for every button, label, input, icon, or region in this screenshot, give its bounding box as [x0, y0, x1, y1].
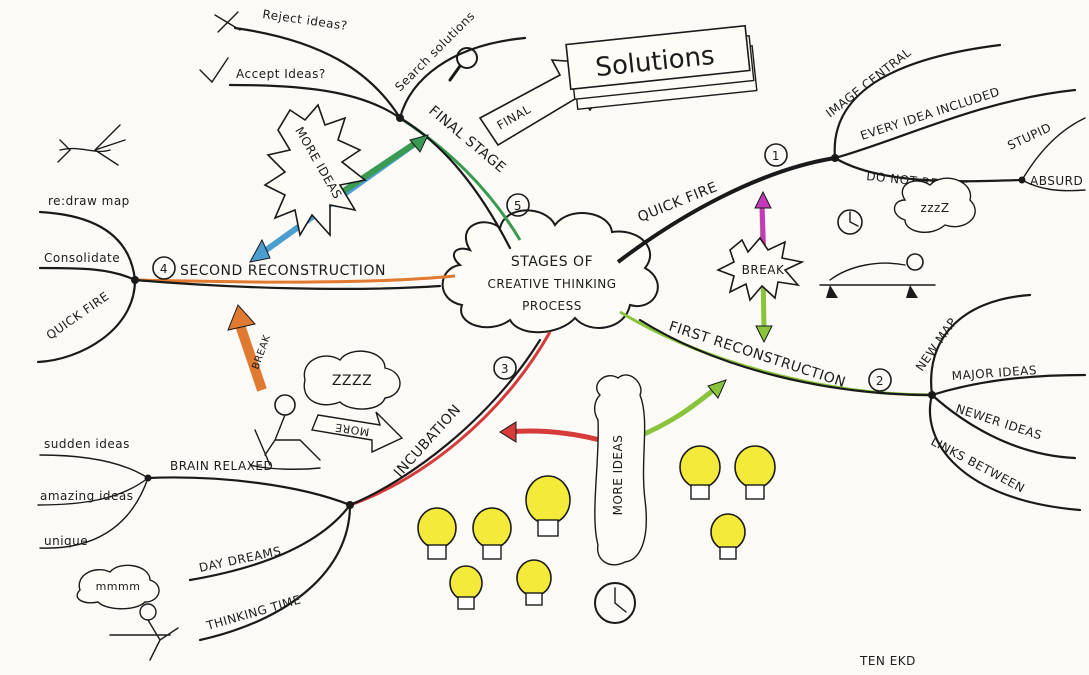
more-ideas-bottom-label: MORE IDEAS: [611, 435, 625, 516]
magnifier-icon: [448, 47, 478, 82]
day-dreams-label: DAY DREAMS: [198, 544, 283, 575]
first-reconstruction-number: 2: [876, 374, 884, 388]
quick-fire-number: 1: [772, 149, 780, 163]
reject-cross-icon: [214, 11, 241, 33]
break-burst: BREAK: [716, 236, 805, 302]
mmmm-label: mmmm: [96, 580, 141, 593]
second-reconstruction-number: 4: [160, 262, 168, 276]
central-line-3: PROCESS: [522, 299, 582, 313]
break-arrow-orange: BREAK: [227, 304, 273, 392]
break-label: BREAK: [742, 263, 785, 277]
rocking-figure-sketch: ZZZZ MORE: [249, 350, 404, 470]
accept-check-icon: [199, 57, 229, 84]
reject-ideas-label: Reject ideas?: [262, 7, 349, 33]
bulb-icon: [734, 445, 776, 500]
brain-relaxed-label: BRAIN RELAXED: [170, 459, 273, 473]
zzzz-top-label: zzzZ: [920, 201, 949, 215]
redraw-map-label: re:draw map: [48, 194, 130, 208]
solutions-stack: Solutions: [565, 24, 758, 111]
signature: TEN EKD: [859, 654, 916, 668]
central-line-2: CREATIVE THINKING: [487, 277, 616, 291]
bulb-icon: [710, 513, 746, 560]
new-map-label: NEW MAP: [913, 315, 960, 373]
quick-fire-number-circle: [764, 143, 788, 167]
bulb-icon: [417, 507, 457, 560]
accept-ideas-label: Accept Ideas?: [236, 67, 326, 81]
clock-icon: [594, 582, 636, 624]
consolidate-label: Consolidate: [44, 251, 120, 265]
final-stage-number: 5: [514, 199, 522, 213]
every-idea-label: EVERY IDEA INCLUDED: [859, 84, 1002, 142]
bulb-icon: [679, 445, 721, 500]
incubation-label: INCUBATION: [391, 402, 464, 481]
branch-final-stage: FINAL STAGE 5 Search solutions Reject id…: [199, 7, 530, 250]
unique-label: unique: [44, 534, 88, 548]
thinking-figure-sketch: mmmm: [76, 564, 179, 661]
incubation-number: 3: [501, 362, 509, 376]
more-ideas-cloud-bottom: MORE IDEAS: [593, 374, 647, 566]
absurd-label: ABSURD: [1030, 174, 1083, 188]
quick-fire-2-label: QUICK FIRE: [44, 289, 112, 342]
zzzz-mid-label: ZZZZ: [332, 373, 372, 389]
links-between-label: LINKS BETWEEN: [929, 434, 1028, 495]
second-reconstruction-label: SECOND RECONSTRUCTION: [180, 263, 386, 279]
bulb-icon: [516, 559, 552, 606]
image-central-label: IMAGE CENTRAL: [823, 45, 914, 120]
amazing-ideas-label: amazing ideas: [40, 489, 134, 503]
bulb-icon: [449, 565, 483, 610]
more-label: MORE: [334, 421, 370, 439]
bulb-icon: [472, 507, 512, 560]
central-topic: STAGES OF CREATIVE THINKING PROCESS: [441, 209, 659, 334]
central-line-1: STAGES OF: [511, 254, 593, 270]
light-bulbs: [417, 445, 776, 610]
thinking-time-label: THINKING TIME: [204, 593, 303, 634]
bulb-icon: [525, 475, 571, 537]
major-ideas-label: MAJOR IDEAS: [951, 363, 1037, 383]
resting-figure-sketch: zzzZ: [819, 177, 976, 298]
sudden-ideas-label: sudden ideas: [44, 437, 130, 451]
more-ideas-burst-top: MORE IDEAS: [263, 103, 367, 238]
